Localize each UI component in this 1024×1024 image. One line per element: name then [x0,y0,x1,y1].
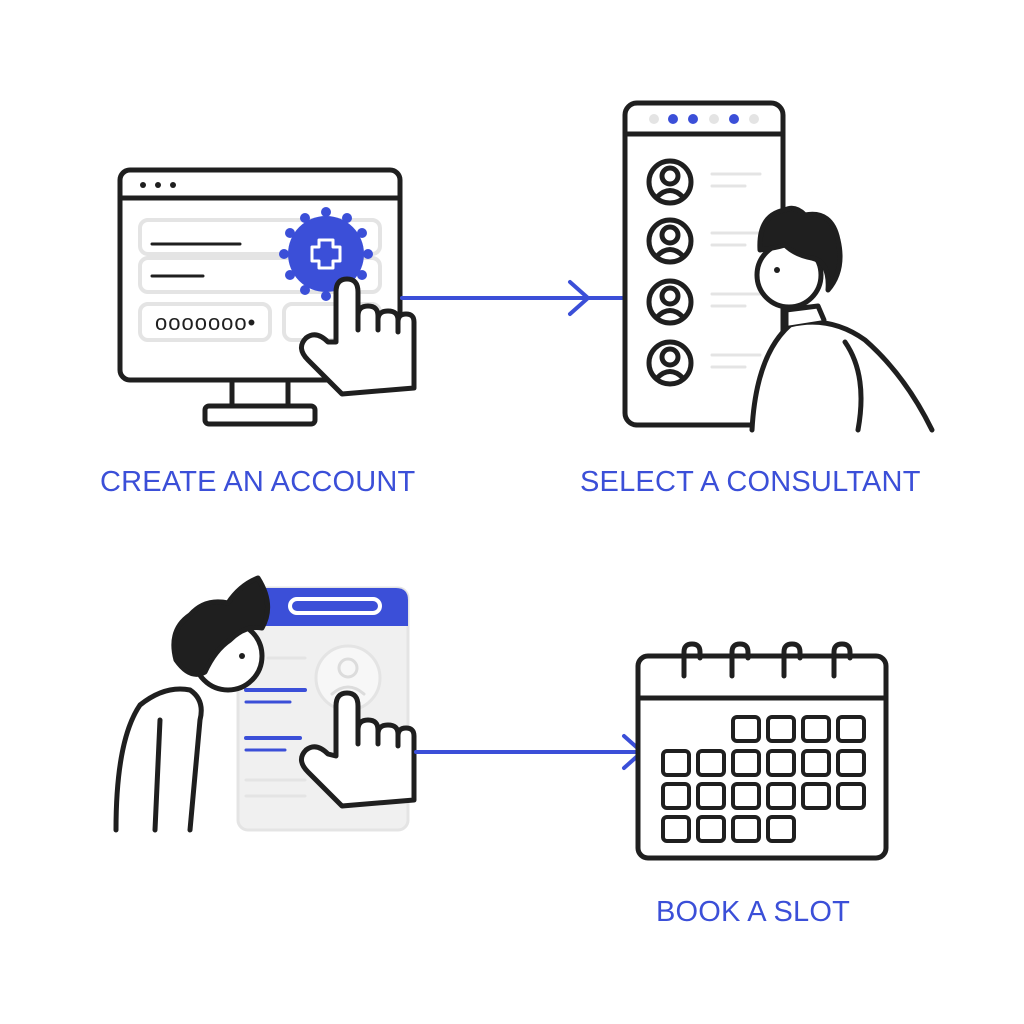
plus-badge-icon[interactable] [279,207,373,301]
calendar-day[interactable] [801,782,831,810]
step-label-create-account: CREATE AN ACCOUNT [100,466,416,498]
calendar-day[interactable] [766,815,796,843]
calendar-day[interactable] [836,715,866,743]
calendar-day[interactable] [766,715,796,743]
calendar-day[interactable] [661,815,691,843]
person-icon [113,575,271,833]
person-icon [749,205,935,433]
calendar-day[interactable] [661,782,691,810]
calendar-day[interactable] [731,782,761,810]
password-field[interactable] [138,302,272,342]
calendar-day[interactable] [801,749,831,777]
consultant-avatar-icon[interactable] [646,278,762,326]
calendar-icon[interactable] [635,641,889,861]
calendar-day[interactable] [696,815,726,843]
consultant-list [646,158,762,387]
calendar-day[interactable] [731,749,761,777]
calendar-day[interactable] [766,782,796,810]
pointer-hand-icon [299,690,417,809]
arrow-right-icon [414,734,644,770]
calendar-day[interactable] [836,782,866,810]
calendar-day[interactable] [731,715,761,743]
arrow-right-icon [400,280,624,316]
consultant-avatar-icon[interactable] [646,339,762,387]
calendar-day[interactable] [836,749,866,777]
calendar-day[interactable] [696,782,726,810]
calendar-day[interactable] [766,749,796,777]
password-mask: ooooooo• [155,310,256,335]
calendar-day[interactable] [731,815,761,843]
pointer-hand-icon [299,276,417,397]
calendar-day[interactable] [696,749,726,777]
consultant-avatar-icon[interactable] [646,217,762,265]
calendar-day[interactable] [661,749,691,777]
step-label-select-consultant: SELECT A CONSULTANT [580,466,921,498]
calendar-grid [661,715,866,843]
consultant-avatar-icon[interactable] [646,158,762,206]
calendar-day[interactable] [801,715,831,743]
step-label-book-slot: BOOK A SLOT [656,896,850,928]
